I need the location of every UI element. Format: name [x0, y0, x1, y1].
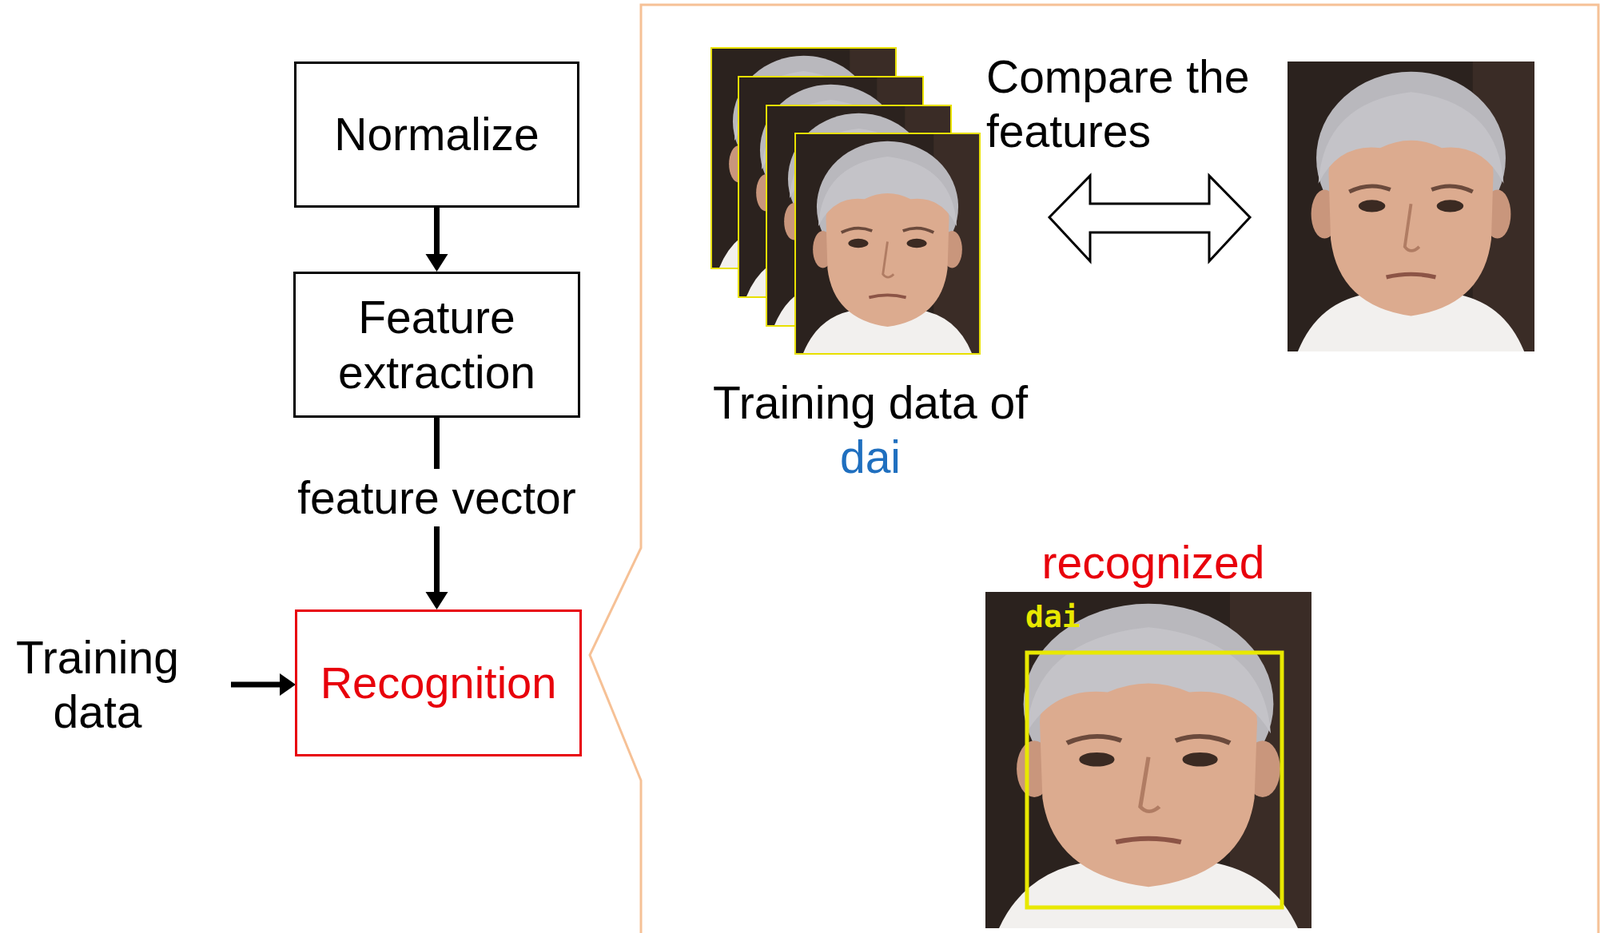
arrow-head [425, 592, 449, 610]
box-label: Recognition [320, 656, 558, 710]
result-label: recognized [1017, 535, 1290, 590]
input-label: Training data [3, 630, 192, 741]
recognized-face [985, 592, 1312, 929]
person-name: dai [806, 429, 935, 485]
box-label: Normalize [334, 107, 540, 162]
training-face-stack [711, 47, 980, 355]
text-stack: Normalize [334, 107, 540, 162]
detection-box [1026, 652, 1282, 908]
compare-label: Compare the features [986, 49, 1274, 160]
text-stack: Feature extraction [310, 290, 564, 400]
connector-line [433, 207, 440, 256]
compare-double-arrow [1049, 175, 1250, 262]
recognition-box: Recognition [294, 609, 582, 757]
box-label: Feature extraction [310, 290, 564, 400]
face-photo [795, 133, 980, 355]
callout-panel [589, 4, 1599, 933]
connector [425, 207, 449, 272]
edge-label: feature vector [292, 469, 582, 527]
training-data-label: Training data of [694, 375, 1047, 430]
face-tag: dai [1025, 599, 1138, 637]
query-face [1287, 61, 1535, 352]
training-data-arrow [230, 673, 296, 697]
arrow-head [425, 254, 449, 272]
text-stack: Recognition [320, 656, 558, 710]
process-box: Feature extraction [293, 271, 581, 418]
process-box: Normalize [294, 61, 580, 208]
